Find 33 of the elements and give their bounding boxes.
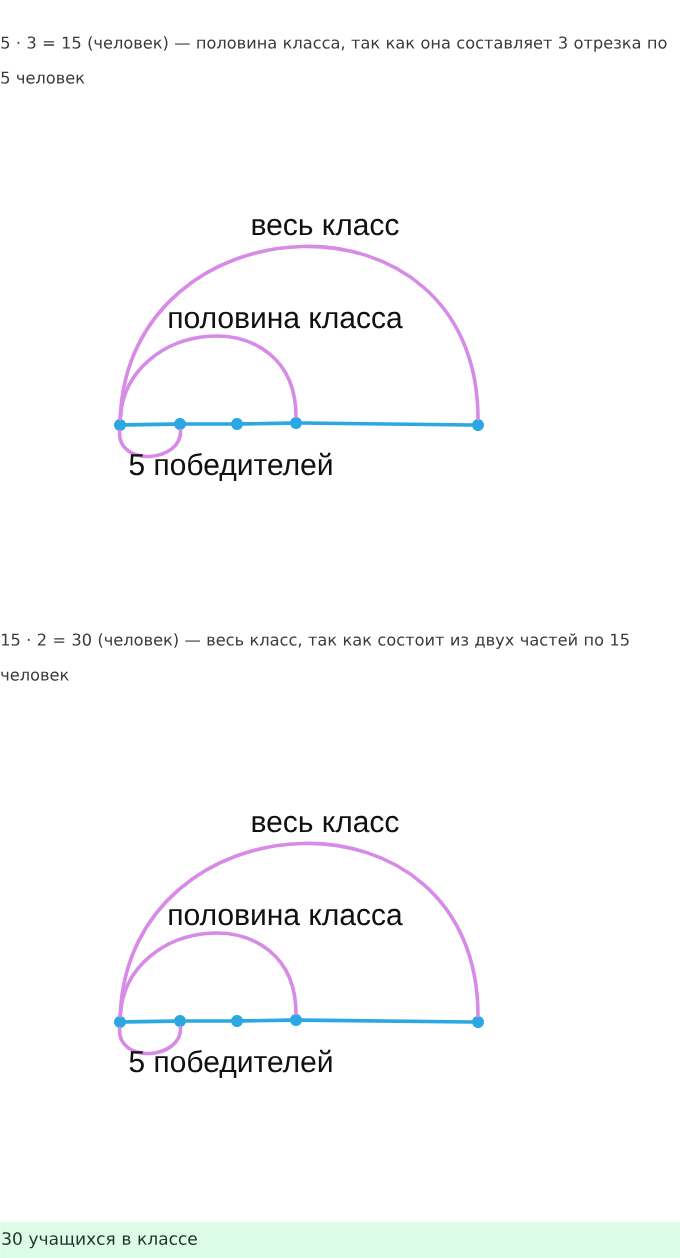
arc xyxy=(118,334,298,421)
line-segment xyxy=(184,1019,233,1023)
point xyxy=(472,419,484,431)
arc xyxy=(117,1025,183,1056)
point xyxy=(231,1015,243,1027)
point xyxy=(231,418,243,430)
point xyxy=(174,1015,186,1027)
arc-label: половина класса xyxy=(169,908,403,926)
paragraph: 15 · 2 = 30 (человек) — весь класс, так как состоит из двух частей по 15 человек xyxy=(1,633,629,681)
line-segment xyxy=(124,422,176,427)
point xyxy=(472,1016,484,1028)
line-segment xyxy=(184,422,233,426)
arc-label: 5 победителей xyxy=(129,1049,332,1078)
line-segment xyxy=(124,1019,176,1024)
arc xyxy=(118,841,480,1018)
arc xyxy=(118,244,480,421)
paragraph: 5 · 3 = 15 (человек) — половина класса, так как она составляет 3 отрезка по 5 человек xyxy=(1,36,667,84)
line-segment xyxy=(241,421,292,426)
arc xyxy=(117,428,183,459)
point xyxy=(114,1016,126,1028)
line-segment xyxy=(300,421,474,427)
point xyxy=(174,418,186,430)
point xyxy=(290,1014,302,1026)
answer-band: 30 учащихся в классе xyxy=(0,1222,680,1258)
arc-label: весь класс xyxy=(252,815,399,833)
arc-label: весь класс xyxy=(252,218,399,236)
arc-label: половина класса xyxy=(169,311,403,329)
point xyxy=(114,419,126,431)
line-segment xyxy=(300,1018,474,1024)
arc-label: 5 победителей xyxy=(129,452,332,481)
line-segment xyxy=(241,1018,292,1023)
point xyxy=(290,417,302,429)
arc xyxy=(118,931,298,1018)
